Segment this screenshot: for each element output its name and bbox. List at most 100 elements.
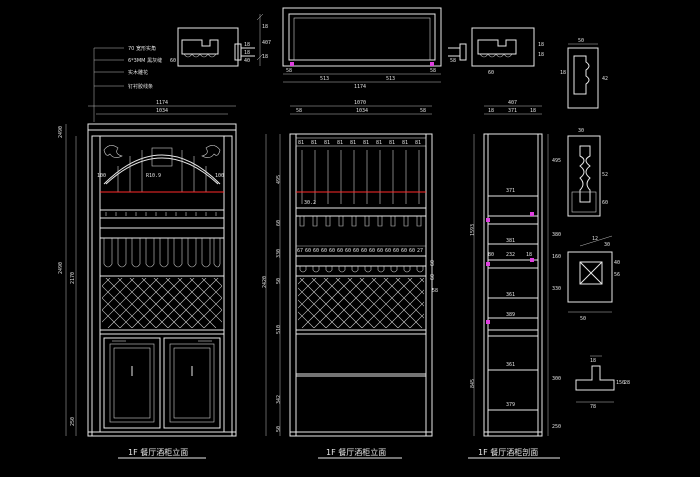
mid-seg-6: 342 (276, 395, 282, 404)
detail-right-b: 60 (488, 70, 494, 76)
svg-text:60: 60 (361, 248, 367, 254)
detail-left-b: 18 (244, 42, 250, 48)
plan-edge-l: 58 (286, 68, 292, 74)
side-detail-2: 30 52 60 (567, 128, 608, 217)
svg-text:60: 60 (409, 248, 415, 254)
front-overall-height: 2490 (58, 126, 64, 138)
middle-elevation: 1070 58 1034 58 2420 495 60 330 50 510 3… (262, 100, 438, 459)
svg-text:67: 67 (297, 248, 303, 254)
front-lattice (102, 278, 222, 328)
mid-seg-top: 495 (276, 175, 282, 184)
sec-d-mid: 371 (508, 108, 517, 114)
detail-left-a: 60 (170, 58, 176, 64)
front-arch-right: 100 (215, 173, 224, 179)
svg-text:81: 81 (376, 140, 382, 146)
svg-text:60: 60 (305, 248, 311, 254)
front-band-ticks (105, 212, 217, 216)
sec-r3: 160 (552, 254, 561, 260)
mid-seg-5: 510 (276, 325, 282, 334)
plan-left: 513 (320, 76, 329, 82)
plan-d-a: 18 (262, 24, 268, 30)
detail-right-d: 18 (538, 52, 544, 58)
sec-d-left: 18 (488, 108, 494, 114)
section-title: 1F 餐厅酒柜剖面 (478, 447, 538, 457)
plan-right: 513 (386, 76, 395, 82)
detail-left: 60 18 18 40 (170, 27, 255, 67)
svg-text:60: 60 (313, 248, 319, 254)
svg-text:60: 60 (353, 248, 359, 254)
mid-overall-width: 1070 (354, 100, 366, 106)
section-view: 407 18 371 18 1593 845 371 381 80 232 18… (468, 100, 561, 459)
svg-text:60: 60 (369, 248, 375, 254)
sec-shelf-5: 389 (506, 312, 515, 318)
svg-text:60: 60 (321, 248, 327, 254)
sd2-a: 30 (578, 128, 584, 134)
svg-text:81: 81 (415, 140, 421, 146)
front-arch-center: R10.9 (146, 173, 161, 179)
front-right-door (163, 337, 221, 429)
detail-left-d: 40 (244, 58, 250, 64)
sd1-a: 50 (578, 38, 584, 44)
front-base-height: 250 (70, 417, 76, 426)
side-detail-4: 18 78 150 28 (575, 355, 630, 410)
sec-r4: 495 (552, 158, 561, 164)
mid-seg-3: 330 (276, 249, 282, 258)
detail-left-c: 18 (244, 50, 250, 56)
mid-right-side: 58 (420, 108, 426, 114)
svg-text:60: 60 (401, 248, 407, 254)
plan-total: 1174 (354, 84, 366, 90)
sec-r6: 250 (552, 424, 561, 430)
mid-height-total: 2420 (262, 276, 268, 288)
mid-right-2: 60 (430, 274, 436, 280)
sd3-b: 40 (614, 260, 620, 266)
mid-slot: 30.2 (304, 200, 316, 206)
side-detail-1: 50 18 42 (560, 38, 608, 109)
mid-seg-2: 60 (276, 220, 282, 226)
svg-text:81: 81 (298, 140, 304, 146)
sec-shelf-4: 361 (506, 292, 515, 298)
svg-text:27: 27 (417, 248, 423, 254)
sd3-c: 50 (580, 316, 586, 322)
plan-d-b: 18 (262, 54, 268, 60)
sd4-b: 78 (590, 404, 596, 410)
sec-shelf-3a: 80 (488, 252, 494, 258)
front-overall-width: 1174 (156, 100, 168, 106)
front-body-height-2: 2170 (70, 272, 76, 284)
front-body-height: 2490 (58, 262, 64, 274)
svg-text:60: 60 (329, 248, 335, 254)
sec-h-upper: 1593 (470, 224, 476, 236)
detail-right: 58 60 18 18 (448, 27, 544, 76)
sec-shelf-3b: 232 (506, 252, 515, 258)
mid-pitch-labels: 67 60 60 60 60 60 60 60 60 60 60 60 60 6… (297, 248, 423, 254)
sec-r1: 380 (552, 232, 561, 238)
svg-text:60: 60 (337, 248, 343, 254)
svg-text:81: 81 (350, 140, 356, 146)
svg-text:81: 81 (389, 140, 395, 146)
svg-text:60: 60 (377, 248, 383, 254)
sd2-b: 52 (602, 172, 608, 178)
detail-right-c: 18 (538, 42, 544, 48)
sd4-d: 28 (624, 380, 630, 386)
front-arch-left: 100 (97, 173, 106, 179)
front-left-door (103, 337, 161, 429)
svg-text:60: 60 (393, 248, 399, 254)
arch-bars (117, 150, 207, 192)
note-4: 钉衬胶线条 (128, 83, 153, 90)
mid-lattice (298, 278, 424, 328)
side-detail-3: 12 30 40 56 50 (567, 235, 620, 322)
note-1: 70 宽形实角 (128, 45, 156, 52)
sd1-b: 18 (560, 70, 566, 76)
sd4-a: 18 (590, 358, 596, 364)
mid-seg-7: 50 (276, 426, 282, 432)
plan-top-view: 18 407 18 58 513 513 58 1174 (256, 7, 442, 90)
mid-left-side: 58 (296, 108, 302, 114)
sec-shelf-6: 361 (506, 362, 515, 368)
sd2-c: 60 (602, 200, 608, 206)
svg-text:81: 81 (337, 140, 343, 146)
plan-depth: 407 (262, 40, 271, 46)
plan-edge-r: 58 (430, 68, 436, 74)
svg-text:60: 60 (385, 248, 391, 254)
